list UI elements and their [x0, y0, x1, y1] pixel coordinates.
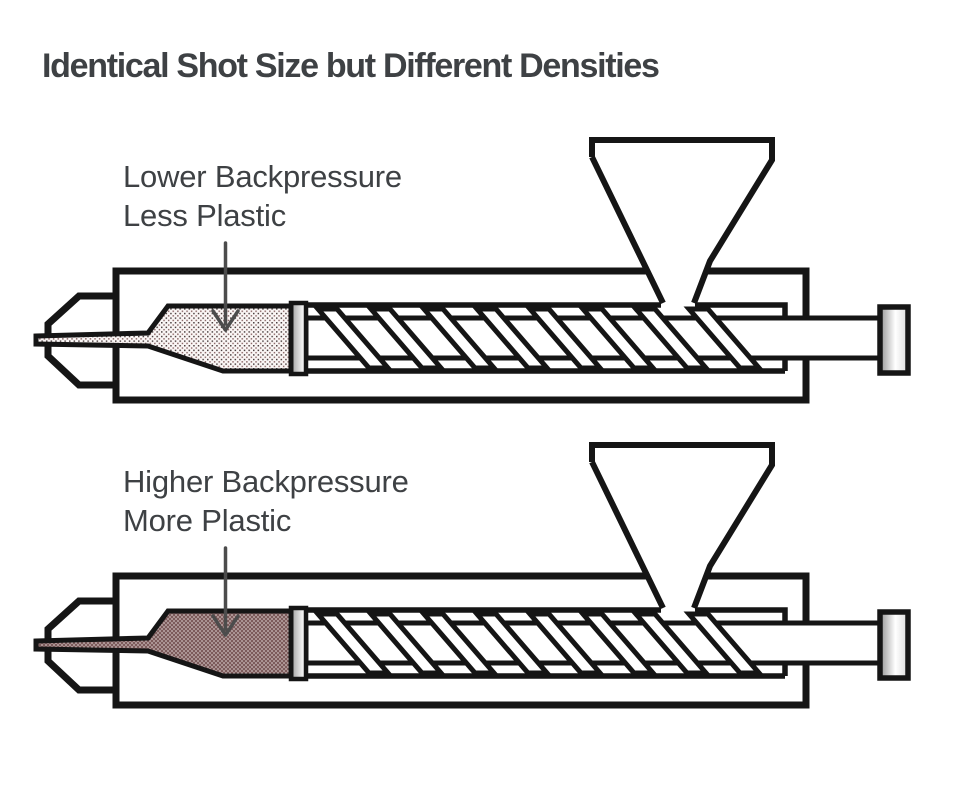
label-line-1: Lower Backpressure — [123, 159, 402, 194]
label-line-2: More Plastic — [123, 503, 292, 538]
down-arrow-icon — [211, 241, 240, 332]
label-line-1: Higher Backpressure — [123, 464, 409, 499]
label-line-2: Less Plastic — [123, 198, 286, 233]
label-higher-backpressure: Higher Backpressure More Plastic — [123, 462, 409, 540]
down-arrow-icon — [211, 546, 240, 637]
machine-higher-backpressure — [33, 445, 908, 705]
label-lower-backpressure: Lower Backpressure Less Plastic — [123, 157, 402, 235]
page-title: Identical Shot Size but Different Densit… — [42, 47, 660, 85]
machine-lower-backpressure — [33, 140, 908, 400]
